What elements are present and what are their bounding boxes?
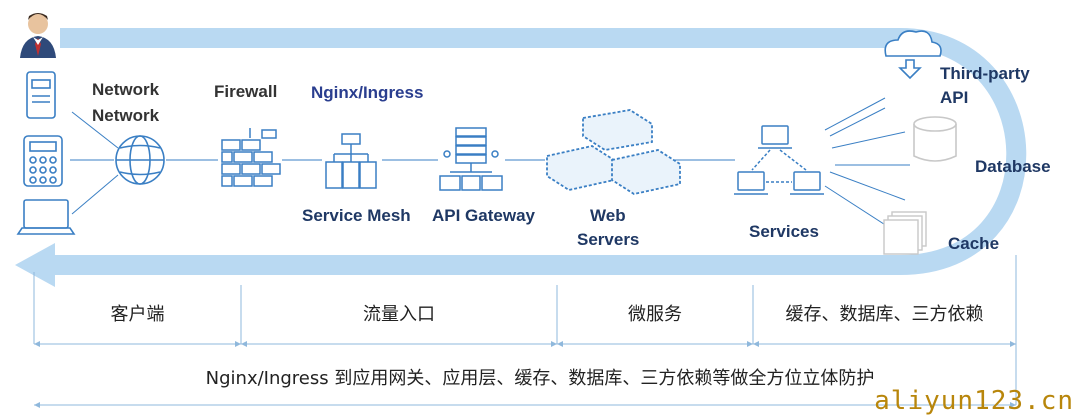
- globe-icon: [115, 135, 165, 185]
- label-network-2: Network: [92, 106, 160, 125]
- user-avatar-icon: [20, 13, 56, 58]
- laptop-icon: [16, 199, 76, 235]
- watermark: aliyun123.cn: [874, 386, 1074, 416]
- calculator-icon: [23, 135, 63, 187]
- ruler-arrowheads: [34, 341, 1016, 347]
- label-third-party-2: API: [940, 88, 969, 107]
- segment-traffic-entry: 流量入口: [363, 304, 435, 325]
- label-web-servers-1: Web: [590, 206, 626, 225]
- firewall-icon: [221, 128, 281, 187]
- label-service-mesh: Service Mesh: [302, 206, 411, 225]
- label-services: Services: [749, 222, 819, 241]
- segment-ruler: [33, 255, 1017, 405]
- label-cache: Cache: [948, 234, 1000, 253]
- flow-arrow-head: [15, 243, 55, 287]
- api-gateway-icon: [439, 127, 503, 191]
- segment-microservices: 微服务: [628, 304, 682, 325]
- server-device-icon: [26, 71, 56, 119]
- device-links: [70, 111, 119, 215]
- label-third-party-1: Third-party: [940, 64, 1030, 83]
- request-flow-band: [15, 28, 1027, 287]
- label-web-servers-2: Servers: [577, 230, 640, 249]
- label-firewall: Firewall: [214, 82, 278, 101]
- cloud-download-icon: [884, 30, 942, 80]
- backend-links: [824, 97, 910, 229]
- footer-span-line: [34, 402, 1016, 408]
- label-api-gateway: API Gateway: [432, 206, 535, 225]
- services-icon: [734, 125, 824, 195]
- service-mesh-icon: [325, 133, 377, 189]
- segment-client: 客户端: [110, 304, 165, 325]
- segment-backend: 缓存、数据库、三方依赖: [785, 304, 984, 325]
- database-icon: [913, 116, 957, 162]
- label-database: Database: [975, 157, 1051, 176]
- cache-icon: [883, 211, 927, 255]
- label-network-1: Network: [92, 80, 160, 99]
- web-servers-icon: [546, 109, 681, 195]
- footer-protection-note: Nginx/Ingress 到应用网关、应用层、缓存、数据库、三方依赖等做全方位…: [205, 368, 875, 389]
- label-nginx-ingress: Nginx/Ingress: [311, 83, 424, 102]
